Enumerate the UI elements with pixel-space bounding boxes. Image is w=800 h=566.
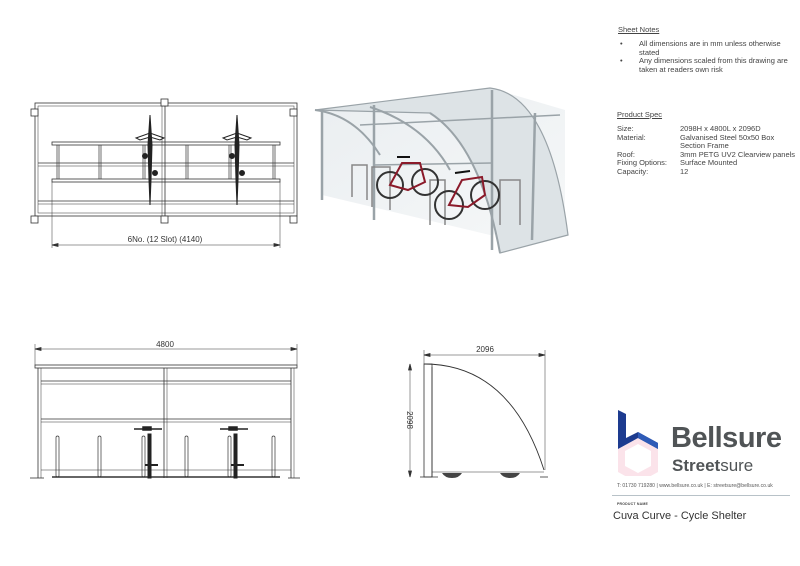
product-name-label: PRODUCT NAME xyxy=(617,502,648,506)
sheet-notes-list: All dimensions are in mm unless otherwis… xyxy=(620,39,798,74)
side-height-label: 2098 xyxy=(405,411,414,429)
spec-value: 12 xyxy=(680,166,689,176)
spec-row-material: Material: Galvanised Steel 50x50 Box Sect… xyxy=(617,132,798,151)
spec-label: Size: xyxy=(617,124,634,133)
spec-label: Fixing Options: xyxy=(617,158,668,167)
plan-view-drawing: 6No. (12 Slot) (4140) xyxy=(30,98,298,248)
side-elevation-drawing: 2096 2098 xyxy=(405,345,548,478)
side-width-label: 2096 xyxy=(476,345,494,354)
divider xyxy=(612,495,790,496)
spec-label: Roof: xyxy=(617,149,635,159)
spec-value: 2098H x 4800L x 2096D xyxy=(680,124,761,133)
shelter-3d-render xyxy=(314,87,569,254)
brand-subname: Streetsure xyxy=(672,456,753,476)
front-dimension-label: 4800 xyxy=(156,340,174,349)
spec-label: Capacity: xyxy=(617,166,649,176)
bellsure-logo-icon xyxy=(618,410,658,476)
spec-row-fixing: Fixing Options: Surface Mounted xyxy=(617,158,798,168)
brand-sub-light: sure xyxy=(720,456,754,475)
spec-value: Galvanised Steel 50x50 Box Section Frame xyxy=(680,132,775,150)
spec-row-roof: Roof: 3mm PETG UV2 Clearview panels xyxy=(617,149,798,160)
spec-row-capacity: Capacity: 12 xyxy=(617,166,798,177)
sheet-notes-title: Sheet Notes xyxy=(618,25,660,34)
spec-row-size: Size: 2098H x 4800L x 2096D xyxy=(617,124,798,134)
spec-value: Surface Mounted xyxy=(680,158,738,167)
product-spec-title: Product Spec xyxy=(617,110,663,119)
spec-label: Material: xyxy=(617,132,646,142)
brand-name: Bellsure xyxy=(671,422,782,454)
plan-dimension-label: 6No. (12 Slot) (4140) xyxy=(128,235,203,244)
product-name-value: Cuva Curve - Cycle Shelter xyxy=(613,510,747,522)
sheet-note-item: Any dimensions scaled from this drawing … xyxy=(620,56,798,74)
spec-value: 3mm PETG UV2 Clearview panels xyxy=(680,149,796,159)
product-spec-table: Size: 2098H x 4800L x 2096D Material: Galv… xyxy=(617,124,798,177)
sheet-note-item: All dimensions are in mm unless otherwis… xyxy=(620,39,798,57)
brand-sub-bold: Street xyxy=(672,456,721,475)
front-elevation-drawing: 4800 xyxy=(30,340,300,479)
contact-details: T: 01730 719280 | www.bellsure.co.uk | E… xyxy=(617,483,773,489)
